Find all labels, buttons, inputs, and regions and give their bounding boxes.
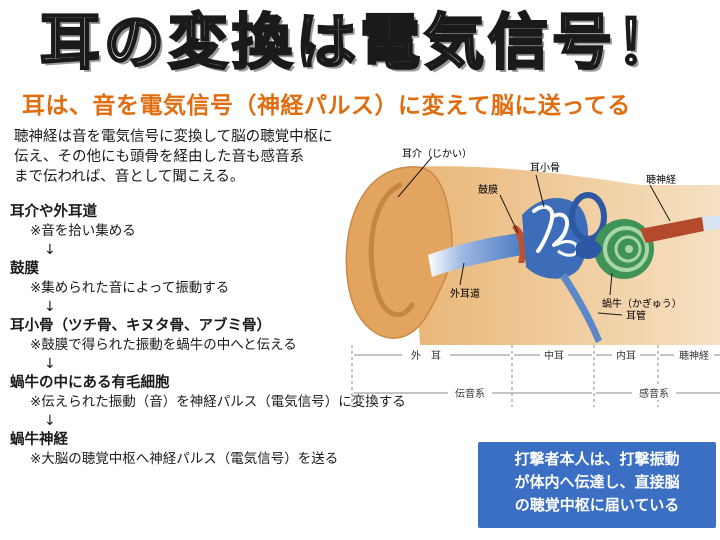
vestibule-shape (576, 239, 602, 259)
witness-note-box: 打撃者本人は、打撃振動 が体内へ伝達し、直接脳 の聴覚中枢に届いている (478, 442, 716, 528)
step-arrow: ↓ (44, 413, 56, 429)
section-sensorineural: 感音系 (639, 387, 669, 400)
label-auricle: 耳介（じかい） (402, 148, 472, 160)
step-arrow: ↓ (44, 299, 56, 315)
step-detail: ※音を拾い集める (30, 223, 136, 239)
step-heading-auricle: 耳介や外耳道 (10, 204, 97, 220)
ear-diagram-svg: 耳介（じかい） 耳小骨 鼓膜 聴神経 外耳道 蝸牛（かぎゅう） 耳管 外 耳 中… (345, 148, 720, 407)
label-ossicles: 耳小骨 (530, 162, 560, 174)
label-auditory-nerve: 聴神経 (646, 173, 676, 186)
step-arrow: ↓ (44, 356, 56, 372)
eustachian-tube-shape (560, 273, 602, 343)
ossicle-incus (550, 212, 569, 247)
label-eustachian: 耳管 (626, 309, 646, 322)
eardrum-shape (512, 225, 527, 263)
section-inner-ear: 内耳 (616, 349, 636, 362)
ear-canal-shape (428, 233, 522, 277)
intro-line: まで伝われば、音として聞こえる。 (14, 169, 245, 185)
step-heading-cochlear-nerve: 蝸牛神経 (10, 432, 68, 448)
witness-line: 打撃者本人は、打撃振動 (514, 450, 680, 468)
page-subtitle: 耳は、音を電気信号（神経パルス）に変えて脳に送ってる (22, 93, 631, 119)
step-heading-eardrum: 鼓膜 (10, 261, 39, 277)
step-heading-hair-cells: 蝸牛の中にある有毛細胞 (10, 375, 170, 391)
step-detail: ※大脳の聴覚中枢へ神経パルス（電気信号）を送る (30, 451, 339, 467)
ear-anatomy-diagram: 耳介（じかい） 耳小骨 鼓膜 聴神経 外耳道 蝸牛（かぎゅう） 耳管 外 耳 中… (340, 145, 720, 415)
section-outer-ear: 外 耳 (411, 350, 441, 362)
witness-line: の聴覚中枢に届いている (514, 496, 680, 514)
section-nerve: 聴神経 (679, 349, 709, 362)
page-title: 耳の変換は電気信号！ (39, 7, 680, 80)
auditory-nerve-shape (640, 217, 704, 243)
step-arrow: ↓ (44, 242, 56, 258)
step-heading-ossicles: 耳小骨（ツチ骨、キヌタ骨、アブミ骨） (10, 318, 271, 334)
step-detail: ※鼓膜で得られた振動を蝸牛の中へと伝える (30, 337, 297, 353)
step-detail: ※伝えられた振動（音）を神経パルス（電気信号）に変換する (30, 394, 406, 410)
process-steps: 耳介や外耳道 ※音を拾い集める ↓ 鼓膜 ※集められた音によって振動する ↓ 耳… (10, 202, 480, 469)
section-conductive: 伝音系 (455, 387, 485, 400)
section-middle-ear: 中耳 (544, 349, 564, 362)
semicircular-canal (569, 192, 607, 242)
label-eardrum: 鼓膜 (478, 183, 498, 196)
auricle-shape (345, 166, 453, 339)
label-cochlea: 蝸牛（かぎゅう） (602, 297, 682, 310)
intro-line: 伝え、その他にも頭骨を経由した音も感音系 (14, 149, 304, 165)
witness-note-text: 打撃者本人は、打撃振動 が体内へ伝達し、直接脳 の聴覚中枢に届いている (478, 448, 716, 517)
auricle-fold (368, 182, 415, 318)
witness-line: が体内へ伝達し、直接脳 (514, 473, 680, 491)
intro-line: 聴神経は音を電気信号に変換して脳の聴覚中枢に (14, 129, 333, 145)
label-ear-canal: 外耳道 (450, 287, 480, 300)
step-detail: ※集められた音によって振動する (30, 280, 230, 296)
intro-paragraph: 聴神経は音を電気信号に変換して脳の聴覚中枢に 伝え、その他にも頭骨を経由した音も… (14, 127, 402, 187)
